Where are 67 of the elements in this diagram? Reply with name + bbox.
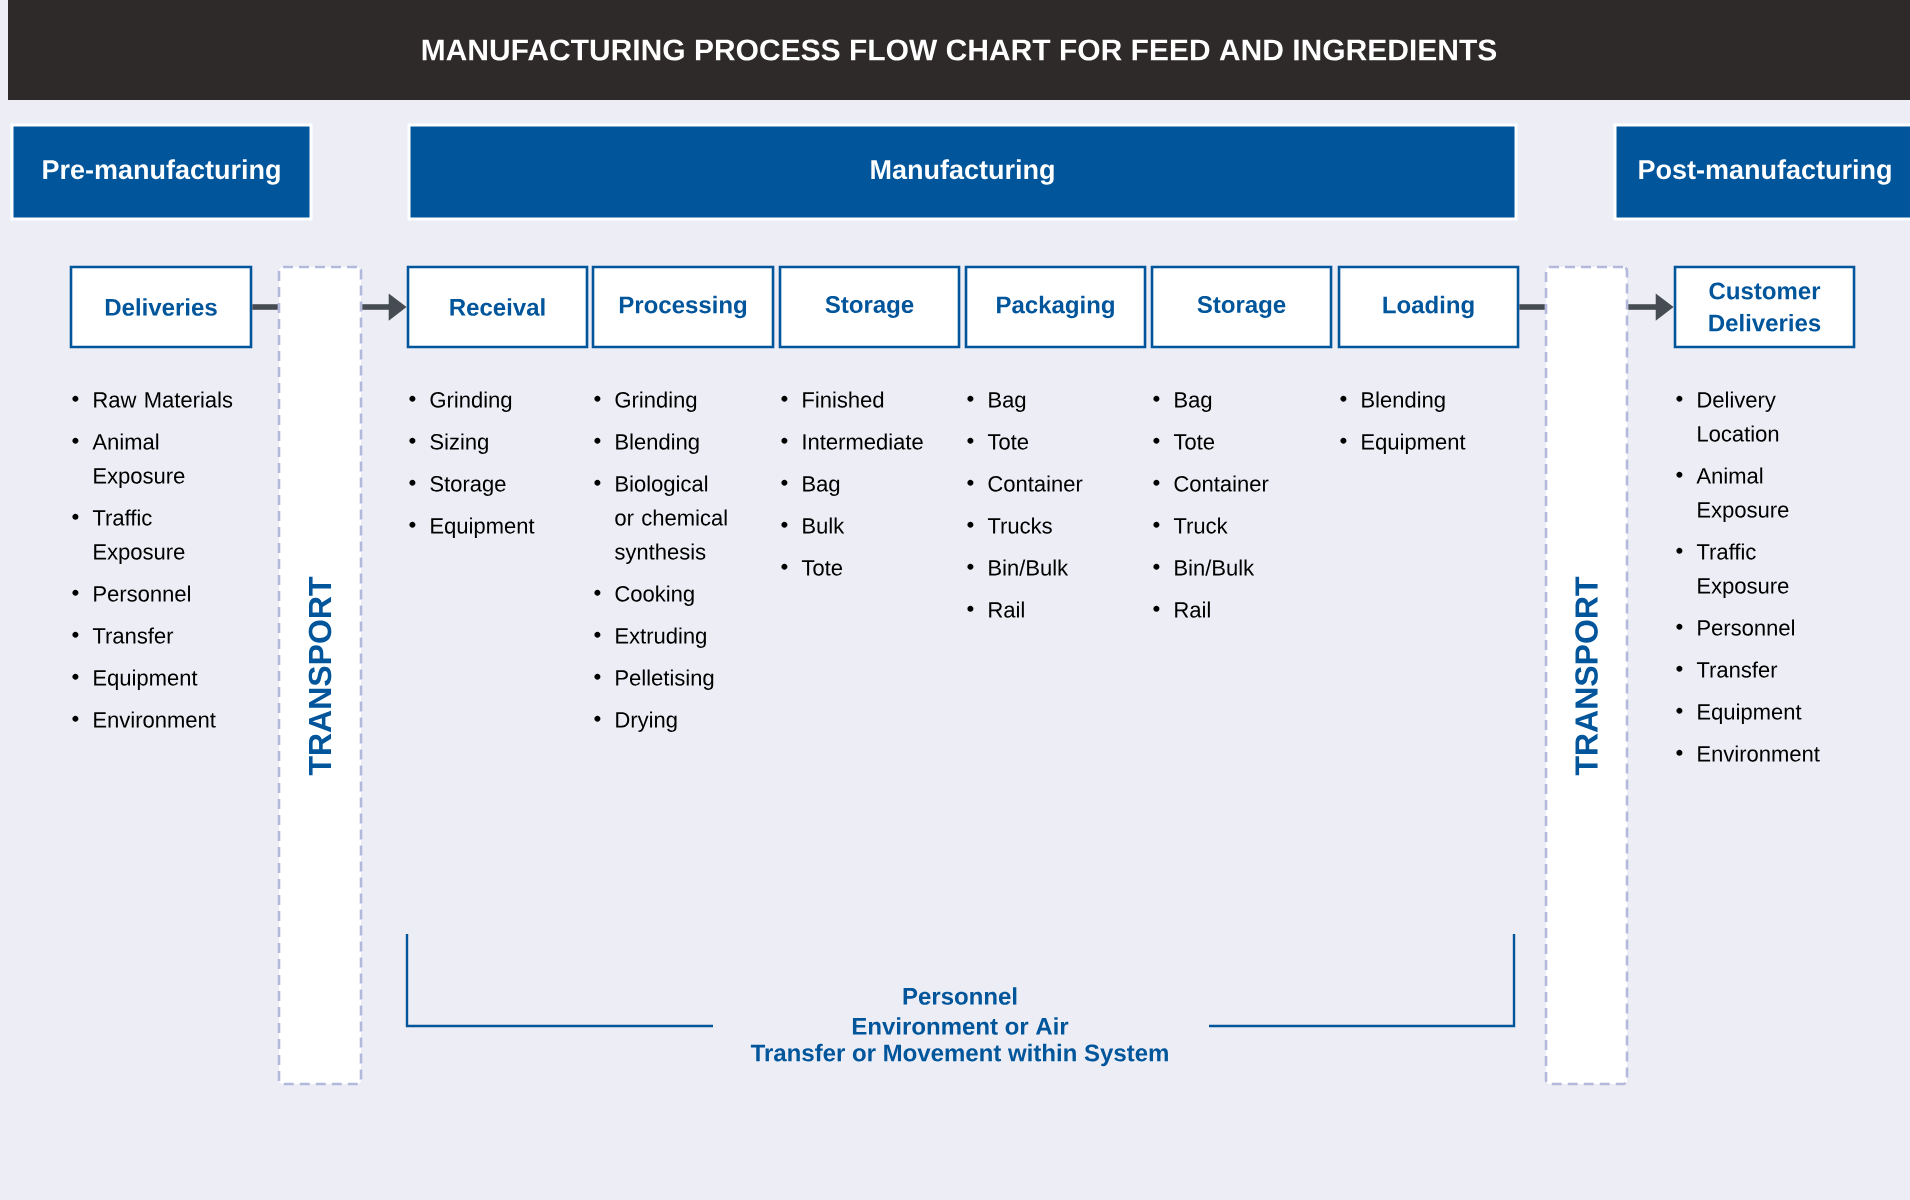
node-label: Bin/Bulk (989, 559, 1069, 576)
node-label: Bag (989, 392, 1026, 412)
node-label: Blending (616, 433, 699, 454)
process-box: Customer Deliveries (1673, 265, 1856, 349)
process-box: Storage (778, 265, 961, 349)
process-box: Packaging (964, 265, 1147, 349)
node-label: Trucks (987, 517, 1052, 534)
node-label: Extruding (616, 627, 706, 648)
node-label: Rail (989, 601, 1024, 618)
section-banner: Pre-manufacturing (10, 123, 313, 221)
node-label: Environment (94, 711, 216, 728)
transport-column: TRANSPORT (1544, 265, 1629, 1086)
section-banner: Post-manufacturing (1613, 123, 1910, 221)
node-label: Container (1174, 475, 1269, 492)
node-label: Storage (430, 476, 506, 496)
process-box: Loading (1337, 265, 1520, 349)
section-banner: Manufacturing (407, 123, 1518, 221)
bullet-list: Blending Equipment (1340, 391, 1466, 454)
bracket-label: Personnel (903, 987, 1017, 1005)
node-label: Container (988, 475, 1083, 492)
node-label: Bin/Bulk (1175, 559, 1255, 576)
node-label: Drying (616, 711, 677, 732)
node-label: Sizing (430, 433, 488, 454)
node-label: Transfer (92, 627, 174, 644)
node-label: Truck (1173, 517, 1228, 534)
node-label: Environment (1698, 745, 1820, 762)
bullet-list: Grinding Blending Biological or chemical synthesis Cooking Extruding Pelletising Drying (594, 391, 727, 732)
node-label: Biological or chemical synthesis (615, 475, 727, 564)
process-box: Deliveries (69, 265, 253, 349)
node-label: Personnel (1698, 619, 1794, 636)
node-label: Raw Materials (94, 391, 233, 408)
node-label: Intermediate (803, 433, 923, 450)
node-label: Tote (987, 434, 1029, 450)
process-box: Storage (1150, 265, 1333, 349)
node-label: Animal Exposure (92, 433, 185, 488)
node-label: Bag (1175, 392, 1212, 412)
node-label: Pelletising (616, 669, 714, 690)
node-label: Equipment (1698, 703, 1802, 724)
node-label: Bag (803, 476, 840, 496)
node-label: Traffic Exposure (92, 509, 185, 564)
node-label: Transfer (1696, 661, 1778, 678)
node-label: Equipment (431, 517, 535, 538)
bullet-list: Finished Intermediate Bag Bulk Tote (781, 391, 923, 576)
bullet-list: Bag Tote Container Trucks Bin/Bulk Rail (967, 392, 1083, 618)
title-bar: MANUFACTURING PROCESS FLOW CHART FOR FEED AND INGREDIENTS (8, 0, 1910, 100)
process-box: Receival (406, 265, 589, 349)
bullet-list: Bag Tote Container Truck Bin/Bulk Rail (1153, 392, 1269, 618)
node-label: Cooking (615, 585, 694, 606)
node-label: Equipment (94, 669, 198, 690)
bullet-list: Grinding Sizing Storage Equipment (409, 391, 535, 538)
node-label: Animal Exposure (1696, 467, 1789, 522)
node-label: Tote (1173, 434, 1215, 450)
node-label: Bulk (803, 517, 845, 534)
node-label: Tote (801, 560, 843, 576)
node-label: Delivery Location (1698, 391, 1779, 442)
node-label: Finished (803, 391, 884, 408)
transport-column: TRANSPORT (277, 265, 363, 1086)
bracket-label: Environment or Air (852, 1017, 1069, 1035)
bullet-list: Delivery Location Animal Exposure Traffic Exposure Personnel Transfer Equipment Environment (1676, 391, 1820, 762)
node-label: Rail (1175, 601, 1210, 618)
node-label: Traffic Exposure (1696, 543, 1789, 598)
bullet-list: Raw Materials Animal Exposure Traffic Exposure Personnel Transfer Equipment Environment (72, 391, 233, 728)
node-label: Grinding (615, 391, 697, 412)
node-label: Grinding (430, 391, 512, 412)
bracket-label: Transfer or Movement within System (750, 1043, 1168, 1067)
process-box: Processing (591, 265, 775, 349)
node-label: Personnel (94, 585, 190, 602)
